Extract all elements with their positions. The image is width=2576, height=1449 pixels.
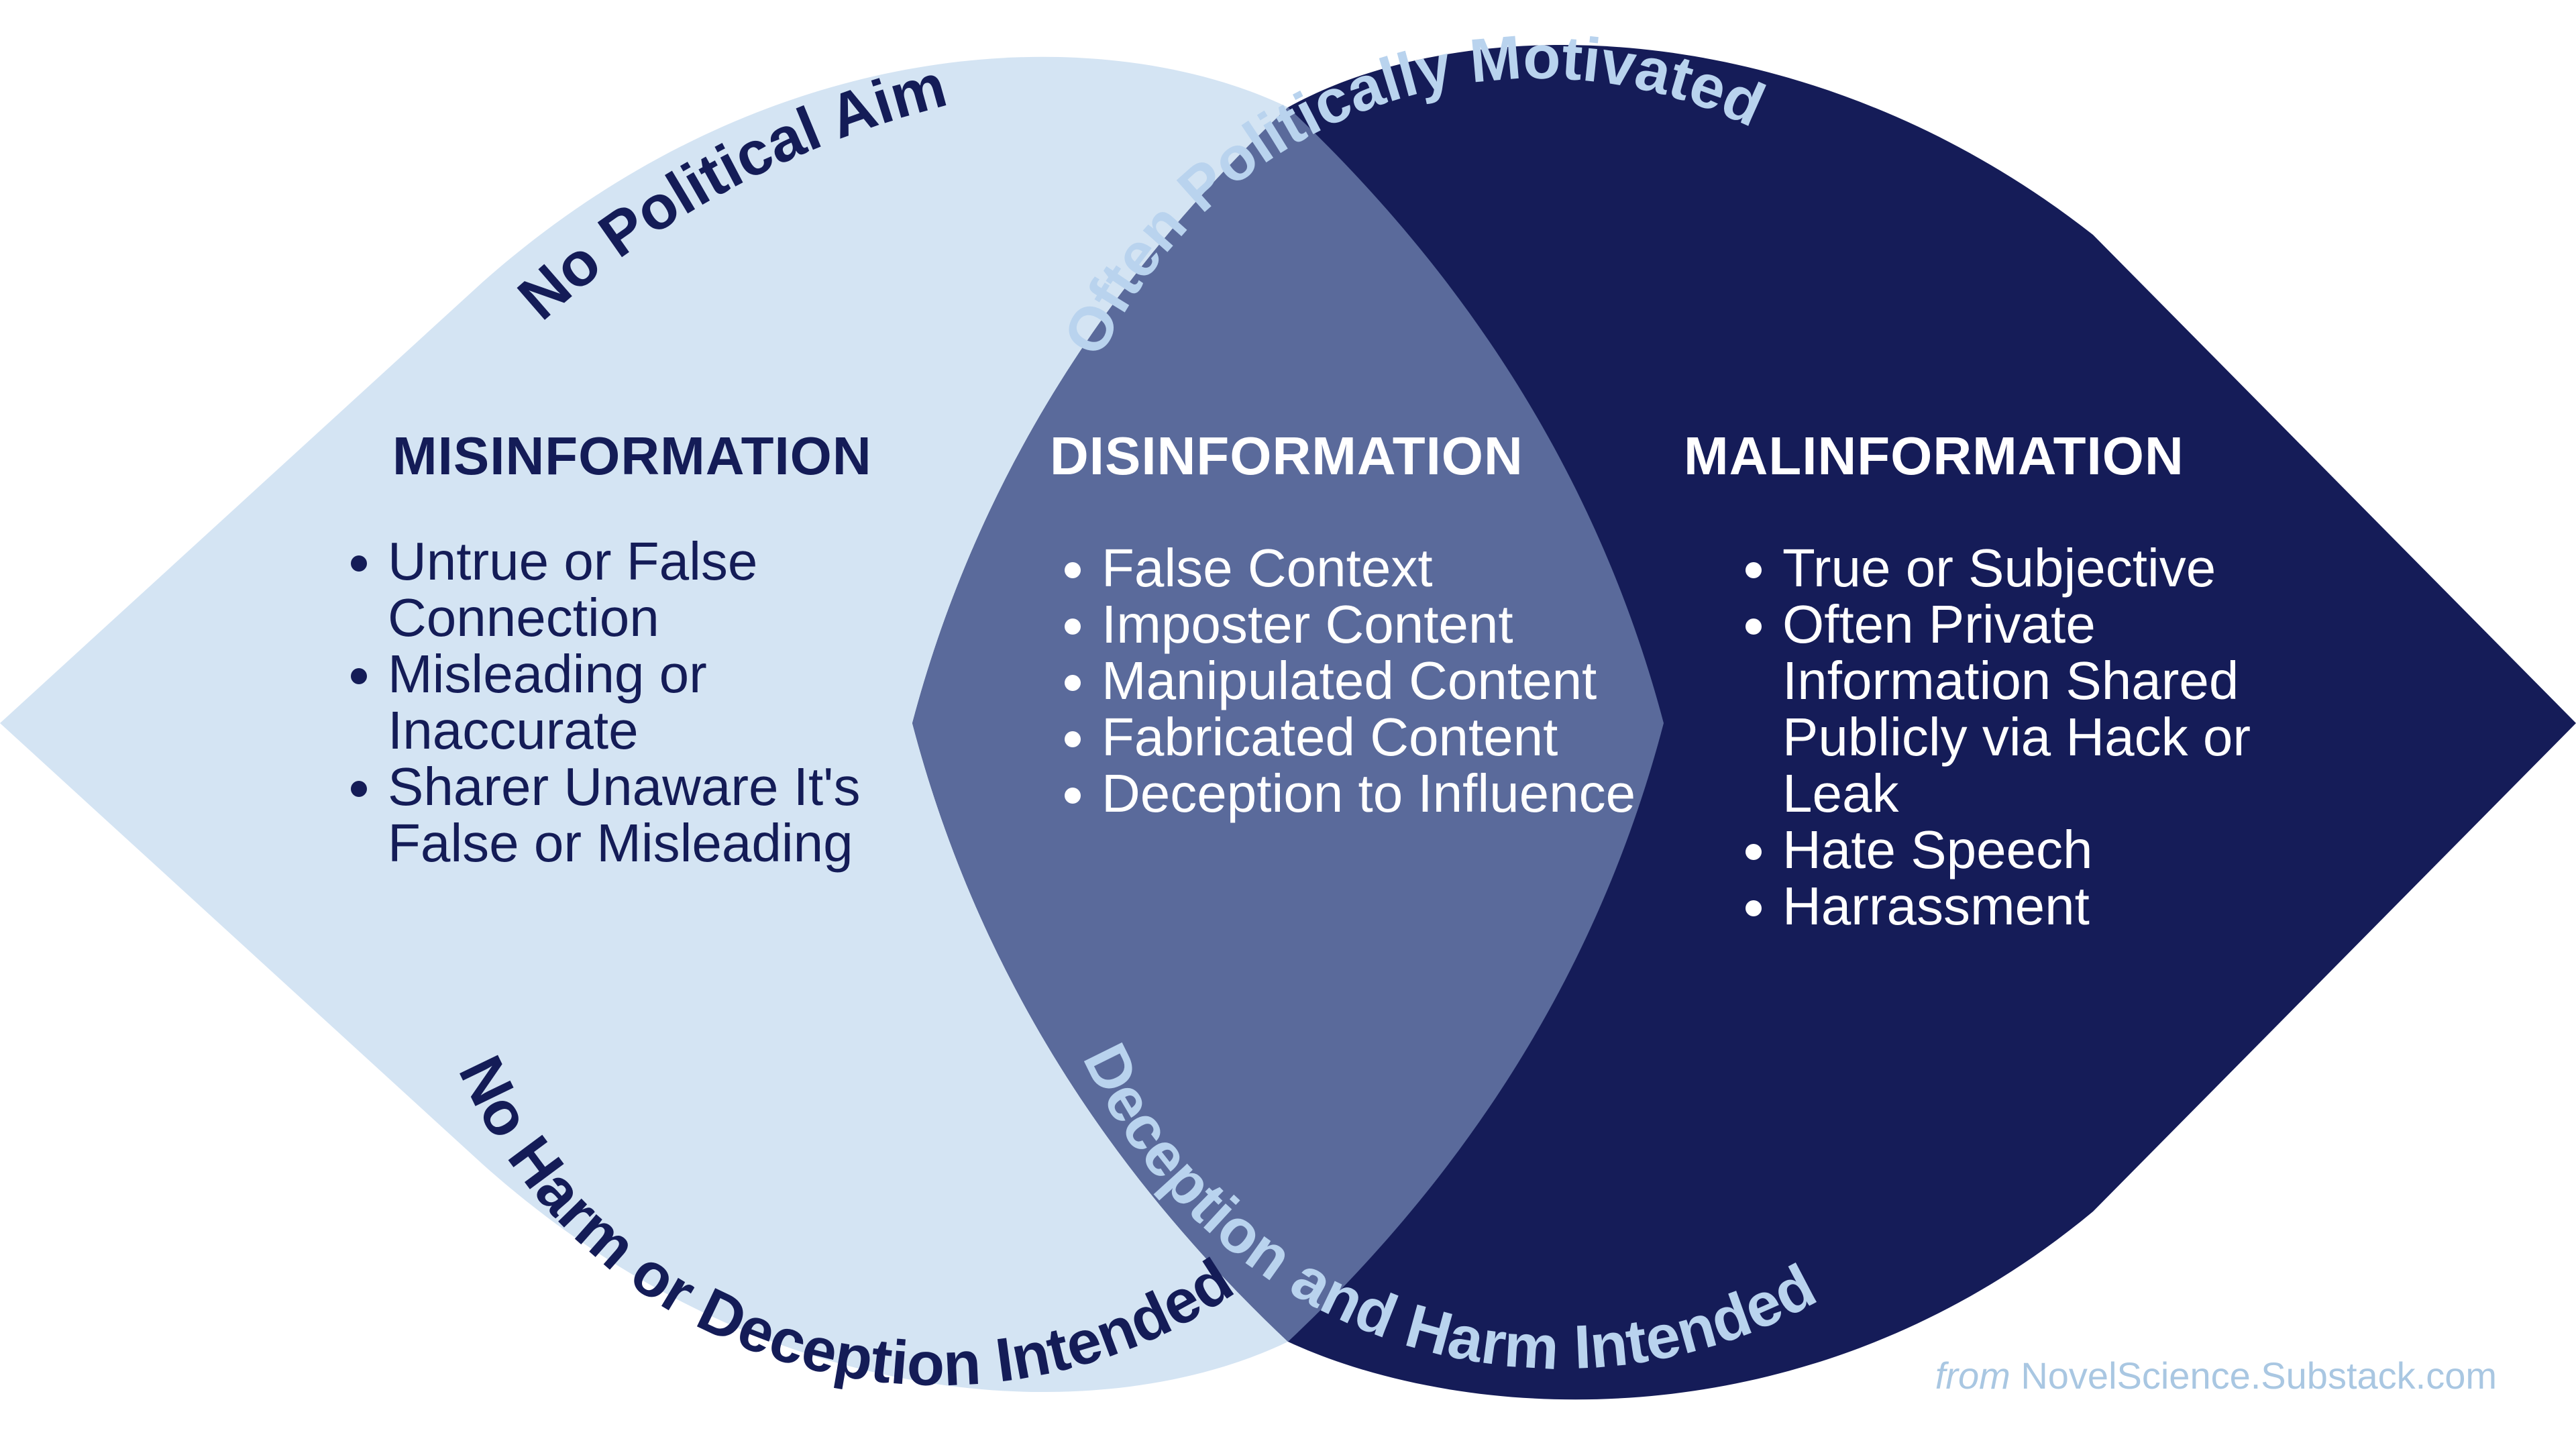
malinformation-list-item: True or Subjective xyxy=(1782,540,2292,596)
disinformation-list-item: Manipulated Content xyxy=(1102,653,1678,709)
credit-prefix: from xyxy=(1935,1354,2010,1397)
disinformation-list: False ContextImposter ContentManipulated… xyxy=(1044,540,1678,822)
malinformation-list-item: Harrassment xyxy=(1782,878,2292,934)
disinformation-heading: DISINFORMATION xyxy=(1050,426,1523,486)
misinformation-heading: MISINFORMATION xyxy=(392,426,872,486)
disinformation-list-item: Imposter Content xyxy=(1102,596,1678,653)
source-credit: from NovelScience.Substack.com xyxy=(1935,1354,2497,1397)
misinformation-list: Untrue or False ConnectionMisleading or … xyxy=(331,533,911,871)
misinformation-list-item: Sharer Unaware It's False or Misleading xyxy=(388,759,911,871)
disinformation-overlap-shape xyxy=(912,56,1664,1393)
credit-source: NovelScience.Substack.com xyxy=(2021,1354,2497,1397)
malinformation-list-item: Hate Speech xyxy=(1782,822,2292,878)
misinformation-list-item: Misleading or Inaccurate xyxy=(388,646,911,759)
misinformation-list-item: Untrue or False Connection xyxy=(388,533,911,646)
disinformation-list-item: False Context xyxy=(1102,540,1678,596)
malinformation-list: True or SubjectiveOften Private Informat… xyxy=(1725,540,2292,934)
malinformation-heading: MALINFORMATION xyxy=(1684,426,2184,486)
disinformation-list-item: Fabricated Content xyxy=(1102,709,1678,765)
disinformation-list-item: Deception to Influence xyxy=(1102,765,1678,822)
malinformation-list-item: Often Private Information Shared Publicl… xyxy=(1782,596,2292,822)
